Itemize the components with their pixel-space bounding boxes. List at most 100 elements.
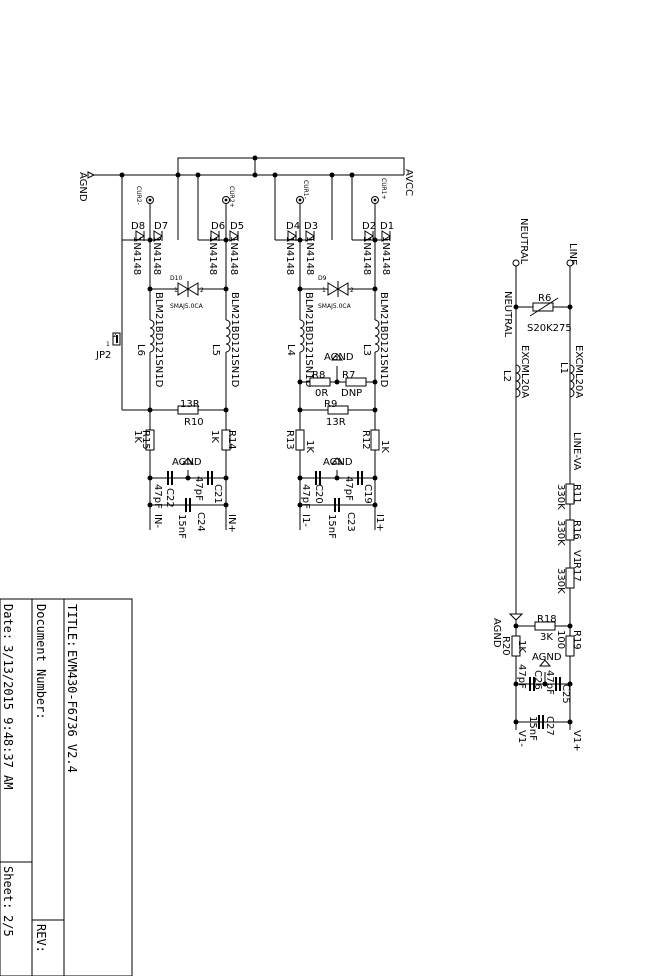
svg-text:R20: R20 [500,636,511,656]
svg-text:C23: C23 [345,512,356,532]
svg-text:D5: D5 [230,221,244,232]
svg-text:D10: D10 [170,275,182,282]
svg-text:R19: R19 [571,630,582,650]
svg-text:R17: R17 [571,562,582,582]
date-label: Date: [1,604,15,640]
svg-text:1N4148: 1N4148 [207,236,218,275]
svg-text:1K: 1K [209,430,220,443]
svg-text:R18: R18 [537,614,557,625]
svg-text:47pF: 47pF [516,664,527,689]
svg-text:C19: C19 [362,484,373,504]
svg-text:R12: R12 [360,430,371,450]
agnd-label: AGND [77,172,88,202]
i1-plus-label: I1+ [374,514,385,532]
svg-text:BLM21BD121SN1D: BLM21BD121SN1D [303,292,314,388]
svg-text:330K: 330K [555,484,566,510]
svg-text:BLM21BD121SN1D: BLM21BD121SN1D [229,292,240,388]
svg-text:330K: 330K [555,568,566,594]
svg-text:1K: 1K [304,440,315,453]
svg-text:R15: R15 [140,430,151,450]
jumper-jp2: JP2 2 1 [95,332,123,361]
svg-text:L1: L1 [558,362,569,374]
title-value: EVM430-F6736 V2.4 [65,650,79,773]
svg-text:D8: D8 [131,221,145,232]
svg-text:SMAJ5.0CA: SMAJ5.0CA [170,303,204,310]
svg-text:NEUTRAL: NEUTRAL [502,291,513,338]
svg-text:0R: 0R [315,388,328,399]
in-minus-label: IN- [152,514,163,528]
svg-text:LINE-VA: LINE-VA [571,432,582,471]
svg-text:1K: 1K [516,640,527,653]
svg-text:AGND: AGND [491,618,502,648]
svg-text:C22: C22 [164,488,175,508]
svg-text:1: 1 [106,341,110,348]
svg-text:C21: C21 [212,484,223,504]
i1-minus-label: I1- [300,514,311,527]
svg-text:R8: R8 [312,370,325,381]
document-number-label: Document Number: [34,604,48,720]
sheet-label: Sheet: [1,866,15,909]
svg-text:R11: R11 [571,484,582,504]
resistor-r12 [370,429,380,451]
svg-text:1N4148: 1N4148 [304,236,315,275]
svg-text:R16: R16 [571,520,582,540]
svg-text:D7: D7 [154,221,168,232]
svg-text:D3: D3 [304,221,318,232]
varistor-r6 [529,297,559,317]
svg-text:1: 1 [322,287,326,294]
svg-text:L2: L2 [501,370,512,382]
svg-text:D2: D2 [362,221,376,232]
svg-text:47pF: 47pF [544,670,555,695]
svg-text:SMAJ5.0CA: SMAJ5.0CA [318,303,352,310]
svg-text:15nF: 15nF [326,514,337,539]
svg-text:L3: L3 [361,344,372,356]
svg-text:47pF: 47pF [152,484,163,509]
svg-text:AGND: AGND [172,457,202,468]
date-value: 3/13/2015 9:48:37 AM [1,645,15,790]
in-plus-label: IN+ [226,514,237,533]
svg-text:47pF: 47pF [343,476,354,501]
v1-plus-label: V1+ [571,730,582,752]
svg-text:CUR2+: CUR2+ [228,186,235,208]
svg-text:13R: 13R [326,417,346,428]
svg-text:1N4148: 1N4148 [361,236,372,275]
svg-text:L6: L6 [135,344,146,356]
svg-text:EXCML20A: EXCML20A [573,345,584,398]
svg-text:330K: 330K [555,520,566,546]
svg-text:3K: 3K [540,632,553,643]
svg-text:L5: L5 [210,344,221,356]
svg-text:D1: D1 [380,221,394,232]
svg-text:D4: D4 [286,221,300,232]
svg-text:15nF: 15nF [527,716,538,741]
svg-text:15nF: 15nF [176,514,187,539]
svg-text:DNP: DNP [341,388,362,399]
svg-text:1K: 1K [379,440,390,453]
sheet-value: 2/5 [1,915,15,937]
tvs-diode-d9: D9 1 2 SMAJ5.0CA [297,275,378,310]
svg-text:R6: R6 [538,293,551,304]
resistor-r13 [295,429,305,451]
svg-text:R10: R10 [184,417,204,428]
cur2-minus-testpoint: CUR2- [135,186,154,205]
svg-text:BLM21BD121SN1D: BLM21BD121SN1D [378,292,389,388]
svg-text:CUR1+: CUR1+ [380,178,387,200]
svg-text:L4: L4 [285,344,296,356]
svg-text:D9: D9 [318,275,327,282]
svg-text:AGND: AGND [324,352,354,363]
current-input-section: AGND AVCC CUR2- CUR2+ CUR1- CUR1+ [77,155,414,539]
neutral-top-label: NEUTRAL [518,218,529,265]
svg-text:V1: V1 [571,550,582,563]
svg-text:EXCML20A: EXCML20A [519,345,530,398]
svg-text:R7: R7 [342,370,355,381]
svg-text:2: 2 [200,287,204,294]
svg-text:1N4148: 1N4148 [380,236,391,275]
svg-text:47pF: 47pF [300,484,311,509]
svg-text:1: 1 [174,287,178,294]
title-block: TITLE: EVM430-F6736 V2.4 Document Number… [0,598,133,976]
svg-text:47pF: 47pF [193,476,204,501]
svg-text:2: 2 [113,332,117,339]
svg-text:CUR2-: CUR2- [135,186,142,205]
line-label: LINE [567,243,578,265]
svg-text:JP2: JP2 [95,350,111,361]
